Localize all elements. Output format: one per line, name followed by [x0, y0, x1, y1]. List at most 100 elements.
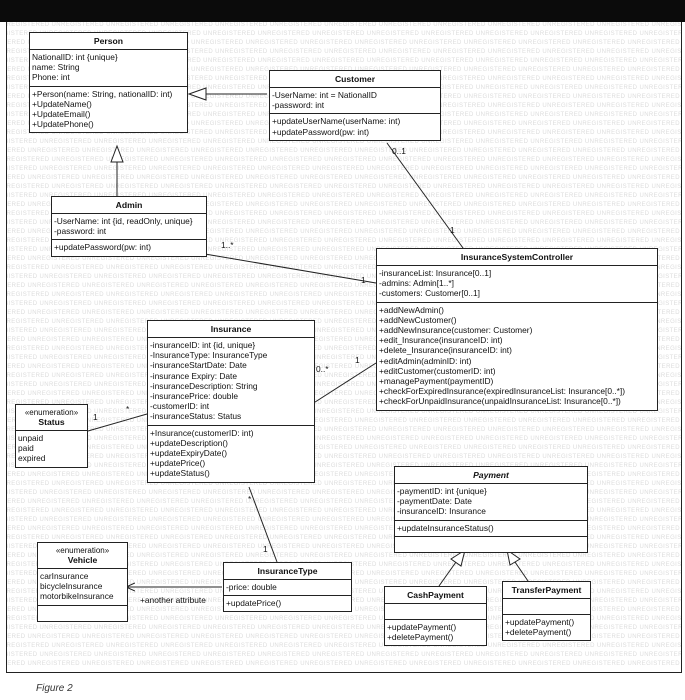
class-name: InsuranceSystemController: [460, 252, 574, 262]
connector-layer: [87, 87, 529, 672]
watermark-row: UNREGISTERED UNREGISTERED UNREGISTERED U…: [7, 346, 681, 352]
watermark-row: UNREGISTERED UNREGISTERED UNREGISTERED U…: [7, 661, 681, 667]
member-line: +updatePassword(pw: int): [272, 126, 370, 137]
mult-insurance-end: 0..*: [316, 364, 329, 374]
member-line: +updatePayment(): [387, 622, 457, 632]
watermark-row: UNREGISTERED UNREGISTERED UNREGISTERED U…: [7, 517, 681, 523]
attributes: -price: double: [224, 579, 351, 595]
watermark-row: UNREGISTERED UNREGISTERED UNREGISTERED U…: [7, 382, 681, 388]
watermark-row: UNREGISTERED UNREGISTERED UNREGISTERED U…: [7, 481, 681, 487]
member-line: -customerID: int: [150, 401, 210, 412]
member-line: unpaid: [18, 433, 44, 443]
member-line: +delete_Insurance(insuranceID: int): [379, 345, 512, 356]
class-admin[interactable]: Admin -UserName: int {id, readOnly, uniq…: [51, 196, 207, 257]
member-line: +addNewAdmin(): [379, 304, 444, 315]
member-line: expired: [18, 453, 46, 464]
member-line: +edit_Insurance(insuranceID: int): [379, 335, 503, 346]
watermark-row: UNREGISTERED UNREGISTERED UNREGISTERED U…: [7, 247, 681, 253]
watermark-row: UNREGISTERED UNREGISTERED UNREGISTERED U…: [7, 193, 681, 199]
member-line: +editCustomer(customerID: int): [379, 365, 496, 376]
operations: +updatePassword(pw: int): [52, 239, 206, 255]
watermark-row: UNREGISTERED UNREGISTERED UNREGISTERED U…: [7, 436, 681, 442]
watermark-row: UNREGISTERED UNREGISTERED UNREGISTERED U…: [7, 166, 681, 172]
member-line: +deletePayment(): [505, 627, 572, 638]
member-line: +Person(name: String, nationalID: int): [32, 88, 173, 99]
class-transfer-payment[interactable]: TransferPayment +updatePayment()+deleteP…: [502, 581, 591, 642]
member-line: +addNewCustomer(): [379, 314, 457, 325]
watermark-row: UNREGISTERED UNREGISTERED UNREGISTERED U…: [7, 490, 681, 496]
class-payment[interactable]: Payment -paymentID: int {unique}-payment…: [394, 466, 588, 553]
member-line: motorbikeInsurance: [40, 591, 114, 602]
watermark-row: UNREGISTERED UNREGISTERED UNREGISTERED U…: [7, 49, 681, 55]
watermark-row: UNREGISTERED UNREGISTERED UNREGISTERED U…: [7, 616, 681, 622]
member-line: NationalID: int {unique}: [32, 52, 118, 62]
empty-section: [395, 535, 587, 552]
member-line: -insuranceID: Insurance: [397, 506, 486, 517]
member-line: +updatePayment(): [505, 617, 575, 627]
top-black-bar: [0, 0, 685, 22]
mult-insurance-end-status: *: [126, 404, 130, 414]
watermark-row: UNREGISTERED UNREGISTERED UNREGISTERED U…: [7, 157, 681, 163]
watermark-row: UNREGISTERED UNREGISTERED UNREGISTERED U…: [7, 220, 681, 226]
member-line: +addNewInsurance(customer: Customer): [379, 325, 533, 336]
mult-type-end: 1: [263, 544, 268, 554]
mult-controller-end-insurance: 1: [355, 355, 360, 365]
member-line: +updateUserName(userName: int): [272, 116, 401, 127]
member-line: -password: int: [54, 226, 107, 237]
class-insurance[interactable]: Insurance -insuranceID: int {id, unique}…: [147, 320, 315, 483]
assoc-admin-controller: [204, 253, 377, 284]
watermark-row: UNREGISTERED UNREGISTERED UNREGISTERED U…: [7, 652, 681, 658]
enum-name: Vehicle: [67, 555, 98, 565]
watermark-row: UNREGISTERED UNREGISTERED UNREGISTERED U…: [7, 229, 681, 235]
watermark-row: UNREGISTERED UNREGISTERED UNREGISTERED U…: [7, 175, 681, 181]
watermark-row: UNREGISTERED UNREGISTERED UNREGISTERED U…: [7, 409, 681, 415]
watermark-row: UNREGISTERED UNREGISTERED UNREGISTERED U…: [7, 625, 681, 631]
member-line: +UpdateName(): [32, 98, 92, 109]
member-line: -insurance Expiry: Date: [150, 370, 238, 381]
class-name: Admin: [115, 200, 143, 210]
empty-section: [503, 598, 590, 614]
note-another-attribute: +another attribute: [140, 595, 206, 605]
member-line: paid: [18, 443, 34, 454]
watermark-row: UNREGISTERED UNREGISTERED UNREGISTERED U…: [7, 301, 681, 307]
member-line: +UpdatePhone(): [32, 119, 94, 130]
watermark-row: UNREGISTERED UNREGISTERED UNREGISTERED U…: [7, 526, 681, 532]
member-line: -customers: Customer[0..1]: [379, 288, 480, 299]
member-line: -insuranceID: int {id, unique}: [150, 340, 256, 350]
member-line: -insuranceStartDate: Date: [150, 360, 247, 371]
member-line: name: String: [32, 62, 80, 73]
mult-customer-end: 0..1: [392, 146, 406, 156]
assoc-customer-controller: [386, 142, 464, 249]
stereotype: «enumeration»: [55, 546, 110, 555]
diagram-frame: UNREGISTERED UNREGISTERED UNREGISTERED U…: [6, 22, 682, 673]
watermark-row: UNREGISTERED UNREGISTERED UNREGISTERED U…: [7, 418, 681, 424]
class-name: Customer: [334, 74, 376, 84]
watermark-row: UNREGISTERED UNREGISTERED UNREGISTERED U…: [7, 391, 681, 397]
attributes: -insuranceID: int {id, unique}-Insurance…: [148, 337, 314, 425]
assoc-insurance-type: [248, 486, 278, 563]
mult-status-end: 1: [93, 412, 98, 422]
watermark-row: UNREGISTERED UNREGISTERED UNREGISTERED U…: [7, 256, 681, 262]
watermark-row: UNREGISTERED UNREGISTERED UNREGISTERED U…: [7, 238, 681, 244]
watermark-row: UNREGISTERED UNREGISTERED UNREGISTERED U…: [7, 454, 681, 460]
class-name: Payment: [473, 470, 509, 480]
class-insurance-system-controller[interactable]: InsuranceSystemController -insuranceList…: [376, 248, 658, 411]
class-person[interactable]: Person NationalID: int {unique}name: Str…: [29, 32, 188, 134]
class-customer[interactable]: Customer -UserName: int = NationalID-pas…: [269, 70, 441, 141]
class-name: «enumeration» Vehicle: [38, 543, 127, 568]
class-cash-payment[interactable]: CashPayment +updatePayment()+deletePayme…: [384, 586, 487, 647]
operations: +updateInsuranceStatus(): [395, 519, 587, 536]
member-line: -insuranceList: Insurance[0..1]: [379, 268, 492, 278]
watermark-row: UNREGISTERED UNREGISTERED UNREGISTERED U…: [7, 535, 681, 541]
class-insurance-type[interactable]: InsuranceType -price: double +updatePric…: [223, 562, 352, 613]
member-line: -password: int: [272, 100, 325, 111]
mult-controller-end-admin: 1: [361, 275, 366, 285]
assoc-insurance-controller: [311, 362, 377, 405]
gen-cash-payment: [438, 561, 457, 587]
member-line: +updateInsuranceStatus(): [397, 522, 494, 533]
member-line: +UpdateEmail(): [32, 109, 91, 120]
class-name: InsuranceType: [257, 566, 318, 576]
